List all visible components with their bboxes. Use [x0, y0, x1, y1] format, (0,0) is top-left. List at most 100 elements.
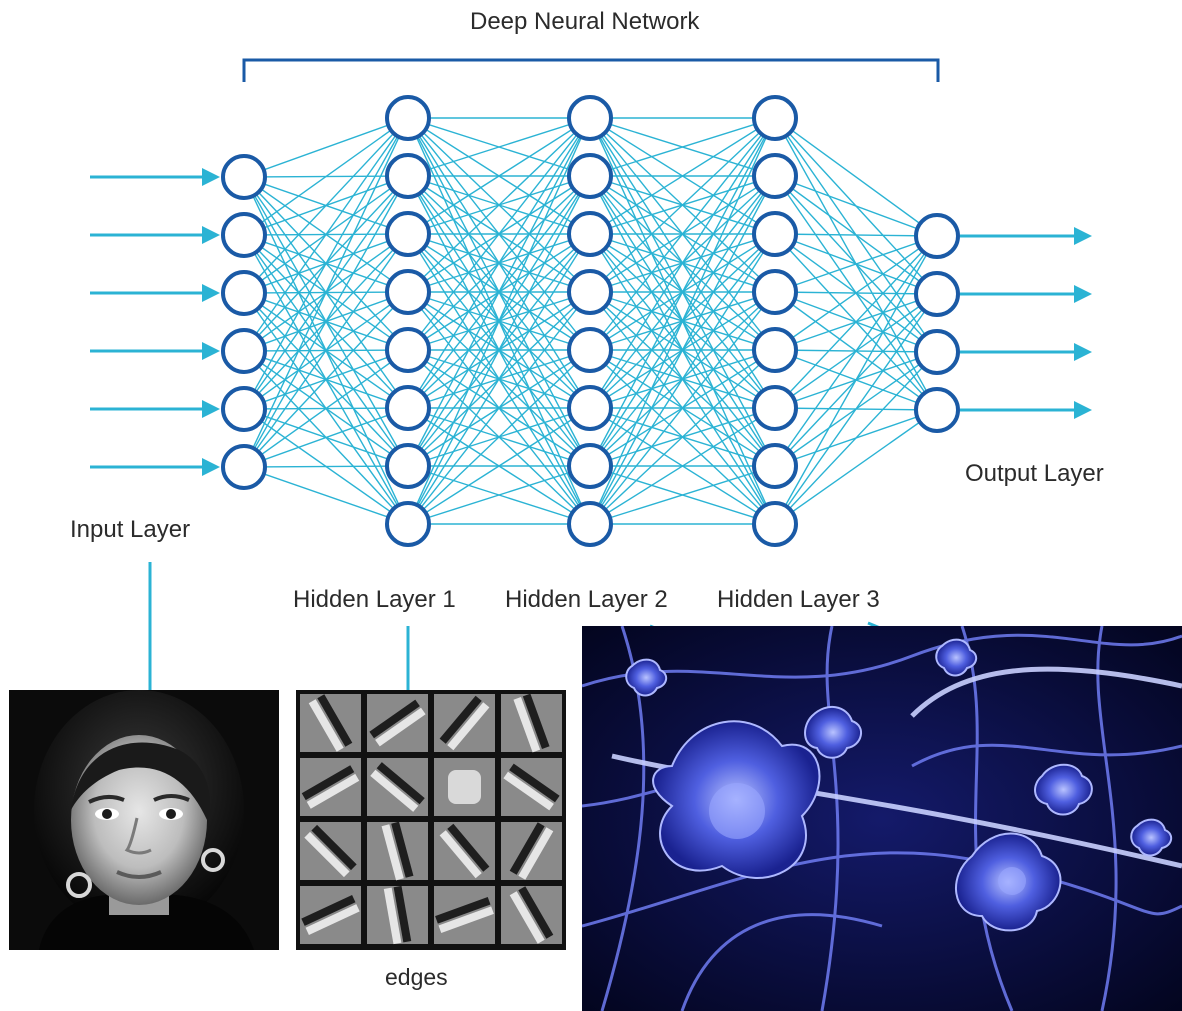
filter-tile [300, 886, 361, 944]
connection-edge [774, 351, 938, 525]
connection-edge [589, 117, 776, 293]
neurons [221, 95, 960, 547]
input-arrow [90, 458, 220, 476]
output-arrow [960, 343, 1092, 361]
input-node [221, 386, 267, 432]
diagram-title: Deep Neural Network [470, 8, 700, 35]
filter-tile [367, 694, 428, 752]
input-arrow [90, 226, 220, 244]
connection-edge [243, 233, 409, 468]
connection-edge [589, 117, 776, 467]
output-node [914, 213, 960, 259]
hidden2-node [567, 95, 613, 141]
connection-edge [774, 293, 938, 525]
output-node [914, 387, 960, 433]
filter-tile [367, 758, 428, 816]
connection-edge [243, 117, 409, 352]
connection-edge [243, 466, 409, 525]
connection-edge [774, 235, 938, 467]
connection-edge [774, 235, 938, 351]
output-arrow [960, 285, 1092, 303]
output-arrow [960, 227, 1092, 245]
input-node [221, 212, 267, 258]
connection-edge [774, 235, 938, 293]
hidden3-node [752, 327, 798, 373]
connection-edge [407, 117, 591, 235]
hidden1-node [385, 95, 431, 141]
connection-edge [774, 117, 938, 237]
connection-edge [589, 233, 776, 525]
output-arrow [960, 401, 1092, 419]
connections [243, 117, 938, 525]
hidden3-node [752, 211, 798, 257]
io-arrows [90, 168, 1092, 476]
connection-edge [243, 349, 409, 468]
hidden2-node [567, 327, 613, 373]
hidden3-node [752, 501, 798, 547]
hidden-layer-3-label: Hidden Layer 3 [717, 586, 880, 613]
connection-edge [243, 175, 409, 468]
connection-edge [589, 117, 776, 351]
input-node [221, 154, 267, 200]
filter-tile [501, 693, 562, 753]
output-node [914, 271, 960, 317]
input-node [221, 444, 267, 490]
connection-edge [243, 117, 409, 294]
connection-edge [243, 117, 409, 236]
connection-edge [407, 407, 591, 525]
connection-edge [407, 175, 591, 525]
connection-edge [243, 117, 409, 468]
connection-edge [589, 117, 776, 235]
hidden2-node [567, 153, 613, 199]
input-arrow [90, 284, 220, 302]
filter-tile [300, 758, 361, 816]
input-layer-label: Input Layer [70, 516, 191, 543]
connection-edge [589, 349, 776, 525]
filter-tile [434, 758, 495, 816]
connection-edge [243, 291, 409, 468]
hidden1-node [385, 153, 431, 199]
connection-edge [407, 117, 591, 409]
input-arrow [90, 342, 220, 360]
hidden3-node [752, 385, 798, 431]
connection-edge [407, 117, 591, 467]
filter-tile [434, 822, 495, 880]
filter-tile [501, 886, 562, 944]
connection-edge [589, 407, 776, 525]
connection-edge [407, 117, 591, 525]
hidden1-node [385, 327, 431, 373]
input-arrow [90, 400, 220, 418]
connection-edge [407, 465, 591, 525]
connection-edge [589, 117, 776, 177]
filter-tile [367, 885, 428, 945]
connection-edge [774, 233, 938, 237]
connection-edge [589, 175, 776, 525]
connection-edge [407, 117, 591, 351]
connection-edge [589, 291, 776, 525]
hidden3-node [752, 153, 798, 199]
connection-edge [774, 175, 938, 237]
input-node [221, 328, 267, 374]
hidden2-node [567, 443, 613, 489]
input-node [221, 270, 267, 316]
filter-tile [300, 822, 361, 880]
hidden2-node [567, 501, 613, 547]
hidden-layer-1-label: Hidden Layer 1 [293, 586, 456, 613]
network-bracket [242, 58, 940, 82]
connection-edge [243, 117, 409, 410]
connection-edge [407, 117, 591, 177]
filter-tile [434, 886, 495, 944]
connection-edge [407, 233, 591, 525]
hidden3-node [752, 95, 798, 141]
edge-filter-grid [296, 690, 566, 950]
connection-edge [243, 465, 409, 468]
hidden2-node [567, 385, 613, 431]
connection-edge [589, 117, 776, 409]
hidden-layer-2-label: Hidden Layer 2 [505, 586, 668, 613]
hidden3-node [752, 269, 798, 315]
hidden1-node [385, 269, 431, 315]
connection-edge [589, 117, 776, 525]
edges-label: edges [385, 964, 448, 990]
face-photo [9, 690, 279, 950]
